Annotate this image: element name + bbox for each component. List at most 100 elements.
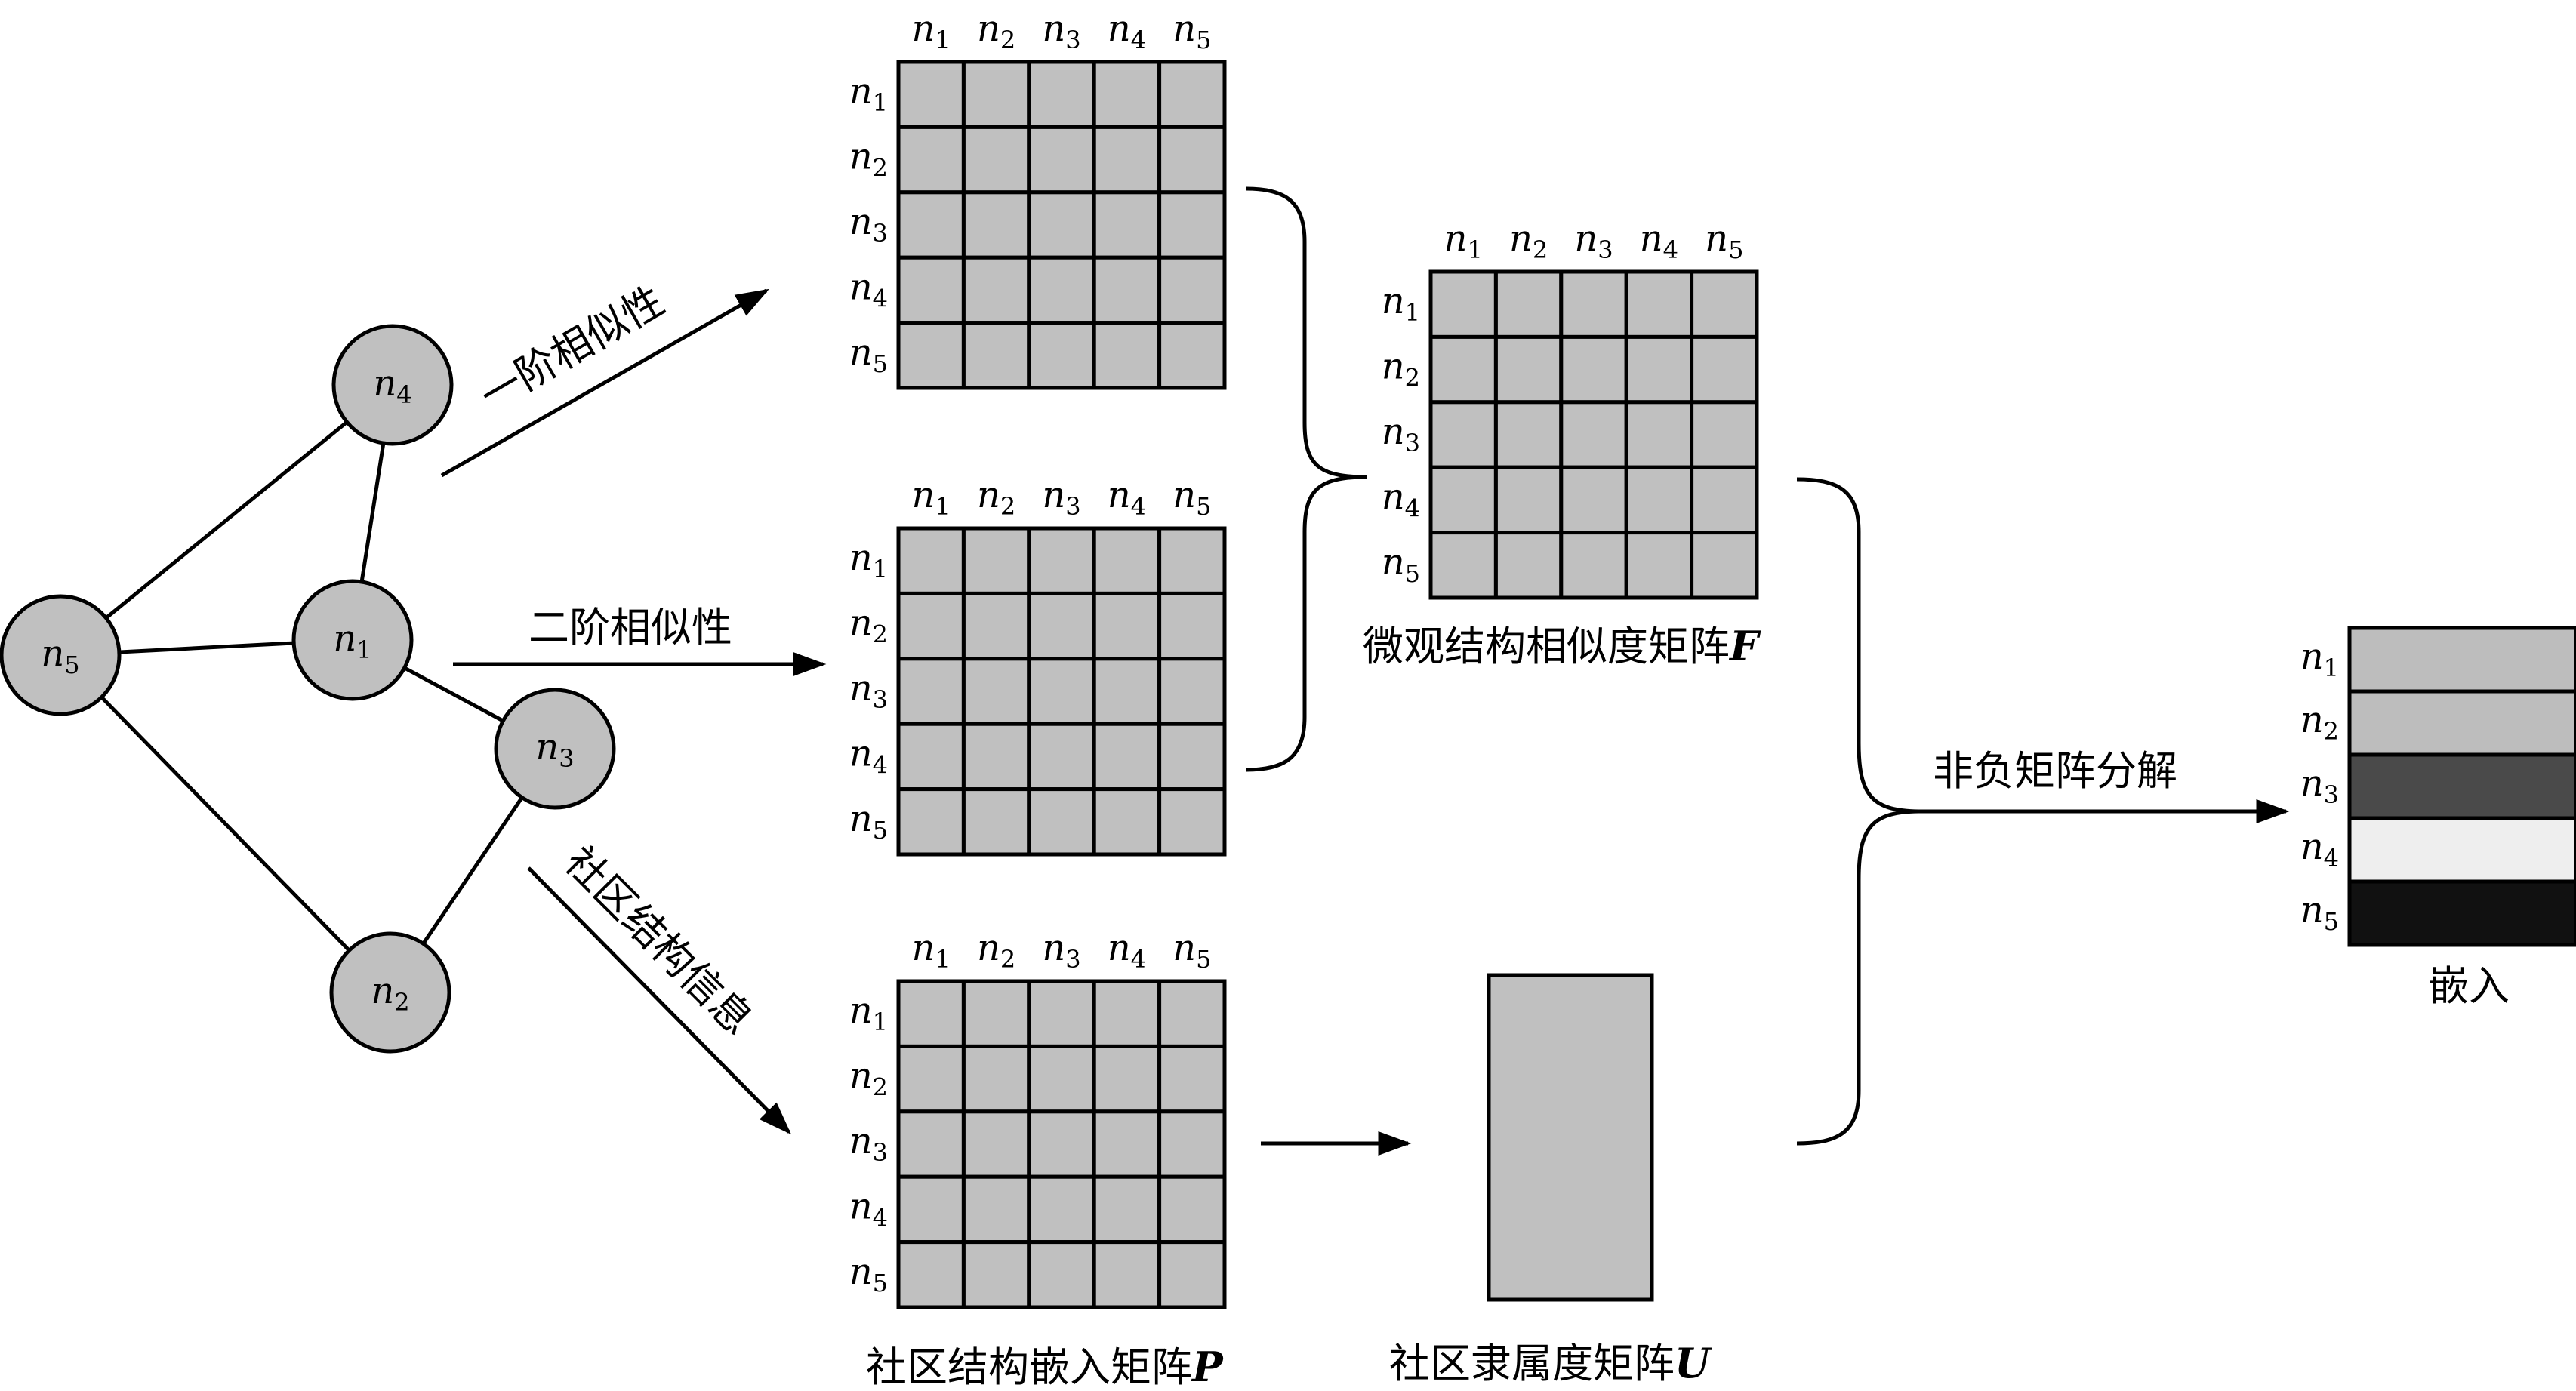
matrix-cell <box>1027 125 1096 195</box>
matrix-cell <box>1027 190 1096 260</box>
matrix-cell <box>1690 400 1759 469</box>
matrix-cell <box>1493 465 1564 535</box>
matrix-cell <box>1092 1109 1162 1179</box>
matrix-cell <box>1027 1174 1096 1245</box>
matrix-cell <box>961 321 1031 390</box>
matrix-cell <box>1428 465 1498 535</box>
matrix-cell <box>1690 531 1759 600</box>
matrix-cell <box>961 979 1031 1048</box>
graph-node-n5 <box>0 594 122 716</box>
row-header-n5: n5 <box>1382 541 1420 588</box>
graph-node-n1 <box>291 579 414 701</box>
matrix-cell <box>1428 269 1498 339</box>
matrix-cell <box>896 321 966 390</box>
matrix-cell <box>1027 526 1096 595</box>
matrix-cell <box>1493 400 1564 469</box>
matrix-cell <box>1157 787 1227 857</box>
matrix-cell <box>961 591 1031 661</box>
embedding-caption: 嵌入 <box>2428 962 2510 1010</box>
matrix-cell <box>1092 591 1162 661</box>
matrix-cell <box>1690 465 1759 535</box>
row-header-n1: n1 <box>1382 280 1420 327</box>
graph-node-label-n1: n1 <box>333 617 371 664</box>
matrix-cell <box>896 1174 966 1245</box>
graph-node-n4 <box>331 324 454 446</box>
row-header-n4: n4 <box>1382 475 1420 522</box>
merge-brace-right <box>1796 477 1922 1146</box>
row-header-n2: n2 <box>1382 346 1420 392</box>
embedding-row-n2 <box>2347 689 2576 757</box>
column-header-n5: n5 <box>1172 474 1211 521</box>
column-header-n3: n3 <box>1574 217 1613 264</box>
matrix-cell <box>1624 400 1694 469</box>
column-header-n1: n1 <box>1444 217 1483 264</box>
row-header-n1: n1 <box>849 989 888 1036</box>
matrix-cell <box>1027 1044 1096 1114</box>
embedding-row-label-n5: n5 <box>2300 889 2339 936</box>
matrix-cell <box>1624 269 1694 339</box>
matrix-cell <box>961 722 1031 792</box>
matrix-cell <box>896 526 966 595</box>
row-header-n1: n1 <box>849 70 888 117</box>
matrix-cell <box>961 60 1031 129</box>
matrix-cell <box>1493 269 1564 339</box>
matrix-cell <box>1157 979 1227 1048</box>
embedding-row-n4 <box>2347 816 2576 884</box>
column-header-n5: n5 <box>1172 8 1211 54</box>
column-header-n1: n1 <box>912 927 951 974</box>
matrix-cell <box>961 255 1031 325</box>
matrix-cell <box>1559 269 1628 339</box>
matrix-cell <box>1027 722 1096 792</box>
row-header-n3: n3 <box>849 1120 888 1167</box>
matrix-cell <box>1092 979 1162 1048</box>
embedding-row-label-n4: n4 <box>2300 826 2339 872</box>
matrix-cell <box>1092 321 1162 390</box>
matrix-cell <box>896 657 966 726</box>
matrix-cell <box>1027 787 1096 857</box>
matrix-cell <box>961 657 1031 726</box>
column-header-n2: n2 <box>1509 217 1548 264</box>
matrix-cell <box>1027 321 1096 390</box>
embedding-row-n5 <box>2347 879 2576 947</box>
matrix-cell <box>896 979 966 1048</box>
matrix-cell <box>1157 657 1227 726</box>
first-order-label: 一阶相似性 <box>472 277 672 420</box>
row-header-n2: n2 <box>849 602 888 649</box>
micro-similarity-caption: 微观结构相似度矩阵F <box>1363 622 1761 670</box>
matrix-cell <box>1157 190 1227 260</box>
row-header-n1: n1 <box>849 537 888 583</box>
matrix-cell <box>1092 125 1162 195</box>
community-info-arrow: 社区结构信息 <box>527 838 792 1135</box>
matrix-cell <box>1559 334 1628 405</box>
matrix-cell <box>961 526 1031 595</box>
column-header-n4: n4 <box>1108 8 1146 54</box>
embedding-row-label-n2: n2 <box>2300 699 2339 746</box>
matrix-cell <box>1027 255 1096 325</box>
matrix-cell <box>1690 269 1759 339</box>
matrix-cell <box>1157 321 1227 390</box>
matrix-cell <box>1092 1240 1162 1309</box>
matrix-cell <box>961 190 1031 260</box>
row-header-n4: n4 <box>849 266 888 312</box>
matrix-cell <box>1428 531 1498 600</box>
matrix-cell <box>1157 60 1227 129</box>
column-header-n5: n5 <box>1172 927 1211 974</box>
membership-caption: 社区隶属度矩阵U <box>1389 1339 1712 1387</box>
row-header-n2: n2 <box>849 1055 888 1102</box>
graph-node-n3 <box>494 688 616 810</box>
matrix-cell <box>1624 334 1694 405</box>
matrix-cell <box>896 190 966 260</box>
column-header-n2: n2 <box>977 474 1015 521</box>
matrix-cell <box>1027 591 1096 661</box>
matrix-cell <box>1092 190 1162 260</box>
graph-node-n2 <box>329 931 451 1054</box>
column-header-n3: n3 <box>1042 474 1080 521</box>
matrix-cell <box>1428 334 1498 405</box>
matrix-cell <box>896 125 966 195</box>
matrix-cell <box>961 1174 1031 1245</box>
matrix-cell <box>1027 60 1096 129</box>
